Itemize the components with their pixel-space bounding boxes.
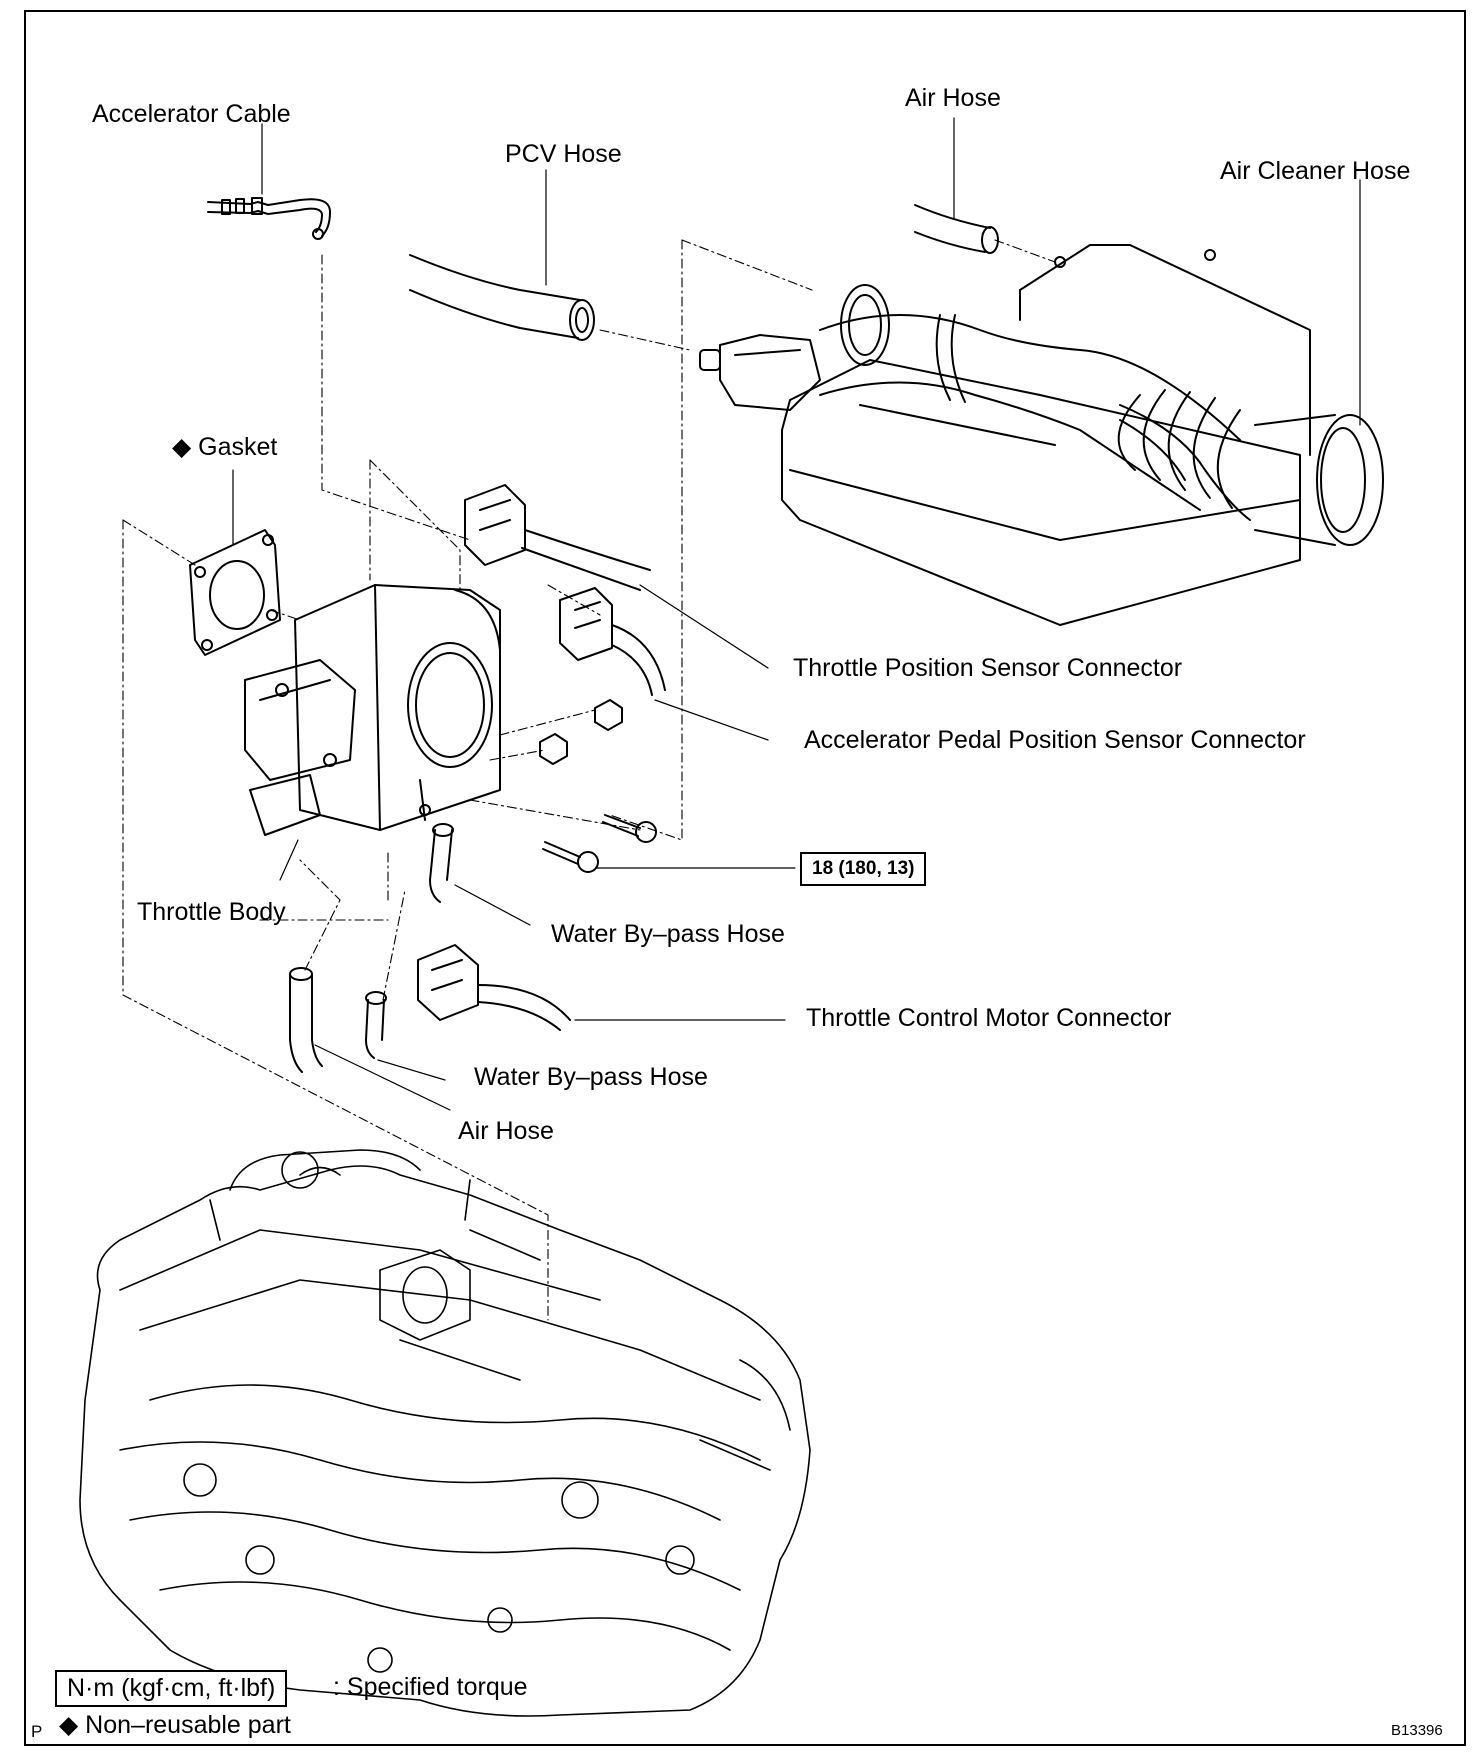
gasket-drawing	[189, 529, 281, 656]
page-mark: P	[31, 1722, 43, 1741]
legend-non-reusable: ◆ Non–reusable part	[59, 1711, 291, 1739]
figure-frame	[24, 10, 1466, 1746]
pedal-position-connector-drawing	[559, 587, 666, 696]
label-gasket: ◆ Gasket	[172, 433, 278, 461]
label-air-cleaner-hose: Air Cleaner Hose	[1220, 157, 1411, 185]
engine-drawing	[79, 1149, 811, 1717]
legend-torque-desc: : Specified torque	[333, 1673, 528, 1701]
label-air-hose-top: Air Hose	[905, 84, 1001, 112]
label-throttle-control-motor-connector: Throttle Control Motor Connector	[806, 1004, 1172, 1032]
air-cleaner-drawing	[699, 244, 1384, 626]
label-accelerator-pedal-position-sensor-connector: Accelerator Pedal Position Sensor Connec…	[804, 726, 1306, 754]
air-hose-bottom-drawing	[289, 967, 323, 1073]
accelerator-cable-drawing	[207, 197, 331, 240]
label-water-bypass-hose-1: Water By–pass Hose	[551, 920, 785, 948]
label-air-hose-bottom: Air Hose	[458, 1117, 554, 1145]
fasteners-drawing	[539, 699, 657, 873]
label-throttle-body: Throttle Body	[137, 898, 286, 926]
label-pcv-hose: PCV Hose	[505, 140, 622, 168]
torque-spec-box: 18 (180, 13)	[800, 852, 927, 886]
water-bypass-hose-1-drawing	[429, 823, 454, 903]
water-bypass-hose-2-drawing	[365, 991, 387, 1059]
throttle-position-connector-drawing	[464, 484, 651, 591]
throttle-body-drawing	[244, 584, 501, 836]
throttle-control-motor-connector-drawing	[417, 944, 571, 1031]
label-accelerator-cable: Accelerator Cable	[92, 100, 291, 128]
pcv-hose-drawing	[409, 254, 595, 341]
air-hose-top-drawing	[914, 204, 999, 254]
figure-id: B13396	[1391, 1722, 1443, 1739]
label-water-bypass-hose-2: Water By–pass Hose	[474, 1063, 708, 1091]
label-throttle-position-sensor-connector: Throttle Position Sensor Connector	[793, 654, 1183, 682]
leader-lines	[232, 117, 1361, 1111]
legend-torque-unit: N·m (kgf·cm, ft·lbf)	[55, 1670, 288, 1707]
assembly-guide-lines	[122, 239, 1056, 1321]
